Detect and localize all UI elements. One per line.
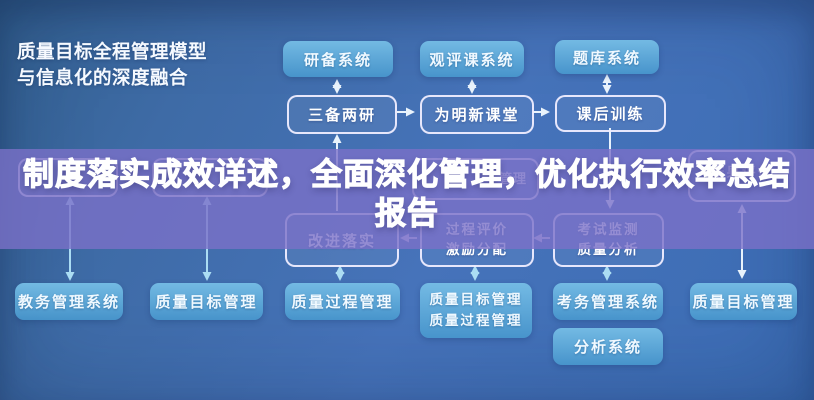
box-lesson-observation-system: 观评课系统 <box>420 41 524 77</box>
overlay-title-line2: 报告 <box>374 195 439 231</box>
box-research-prep-system: 研备系统 <box>283 41 393 77</box>
overlay-title: 制度落实成效详述，全面深化管理，优化执行效率总结 报告 <box>0 155 814 233</box>
box-label: 分析系统 <box>573 339 642 356</box>
box-label: 教务管理系统 <box>17 294 120 311</box>
box-analysis-system: 分析系统 <box>553 328 663 365</box>
box-label: 研备系统 <box>303 51 372 69</box>
box-quality-goal-management-right: 质量目标管理 <box>690 283 797 320</box>
box-after-class-training: 课后训练 <box>555 95 666 132</box>
box-label-line1: 质量目标管理 <box>429 291 523 307</box>
box-label: 质量目标管理 <box>692 294 795 311</box>
overlay-title-line1: 制度落实成效详述，全面深化管理，优化执行效率总结 <box>22 156 791 192</box>
title-overlay-band <box>0 149 814 249</box>
box-question-bank-system: 题库系统 <box>555 40 659 74</box>
box-three-prep-two-research: 三备两研 <box>287 95 397 134</box>
box-label: 观评课系统 <box>429 51 515 69</box>
box-exam-affairs-system: 考务管理系统 <box>553 283 663 320</box>
corner-heading-line2: 与信息化的深度融合 <box>17 67 189 88</box>
box-quality-goal-process-management: 质量目标管理 质量过程管理 <box>420 283 532 338</box>
box-label: 为明新课堂 <box>434 107 520 124</box>
box-academic-affairs-system: 教务管理系统 <box>15 283 123 320</box>
box-label: 课后训练 <box>576 106 645 123</box>
corner-heading-line1: 质量目标全程管理模型 <box>17 41 208 62</box>
box-weiming-new-classroom: 为明新课堂 <box>420 95 534 134</box>
box-label: 三备两研 <box>307 107 376 124</box>
corner-heading: 质量目标全程管理模型 与信息化的深度融合 <box>17 39 207 91</box>
box-label: 质量过程管理 <box>291 294 394 311</box>
box-label: 考务管理系统 <box>556 294 659 311</box>
box-label-line2: 质量过程管理 <box>429 312 523 328</box>
box-quality-goal-management-left: 质量目标管理 <box>150 283 263 320</box>
box-quality-process-management: 质量过程管理 <box>285 283 400 320</box>
box-label: 题库系统 <box>572 49 641 67</box>
box-label: 质量目标管理 <box>155 294 258 311</box>
